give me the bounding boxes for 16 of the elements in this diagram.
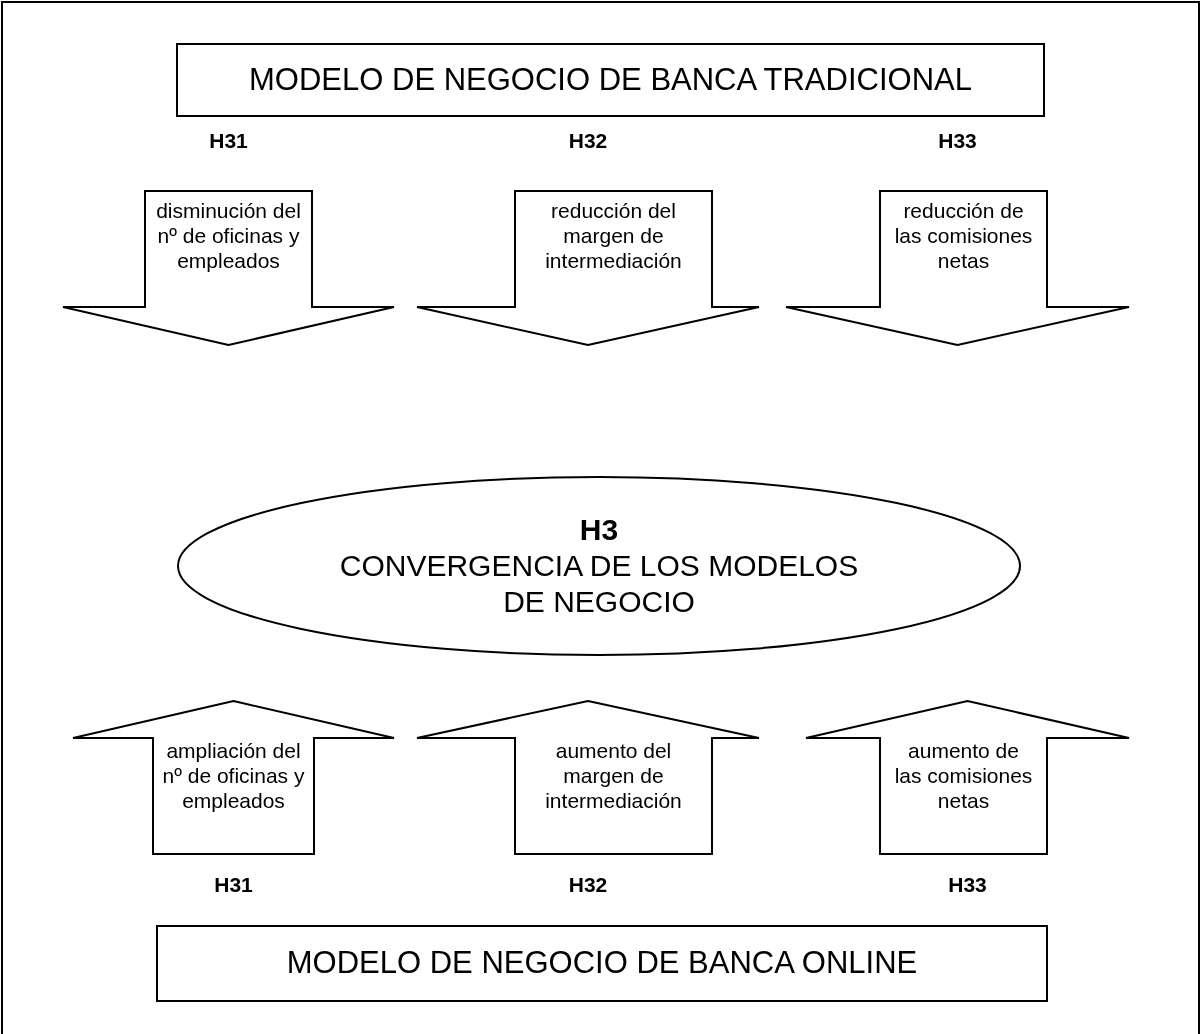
- arrow-text: reducción del margen de intermediación: [544, 198, 683, 273]
- arrow-text: reducción de las comisiones netas: [893, 198, 1034, 273]
- hypothesis-label: H33: [947, 872, 988, 897]
- hypothesis-label: H32: [567, 128, 609, 153]
- model-box: MODELO DE NEGOCIO DE BANCA ONLINE: [156, 925, 1048, 1002]
- arrow-text: disminución del nº de oficinas y empleados: [155, 198, 302, 273]
- arrow-text: aumento de las comisiones netas: [893, 738, 1034, 813]
- arrow-text: aumento del margen de intermediación: [544, 738, 683, 813]
- arrow-text: ampliación del nº de oficinas y empleados: [161, 738, 306, 813]
- model-box: MODELO DE NEGOCIO DE BANCA TRADICIONAL: [176, 43, 1045, 117]
- hypothesis-label: H33: [937, 128, 978, 153]
- hypothesis-label: H31: [213, 872, 254, 897]
- hypothesis-label: H32: [567, 872, 609, 897]
- hypothesis-label: H31: [208, 128, 249, 153]
- ellipse-text: CONVERGENCIA DE LOS MODELOS DE NEGOCIO: [339, 548, 859, 620]
- ellipse-heading: H3: [579, 512, 619, 548]
